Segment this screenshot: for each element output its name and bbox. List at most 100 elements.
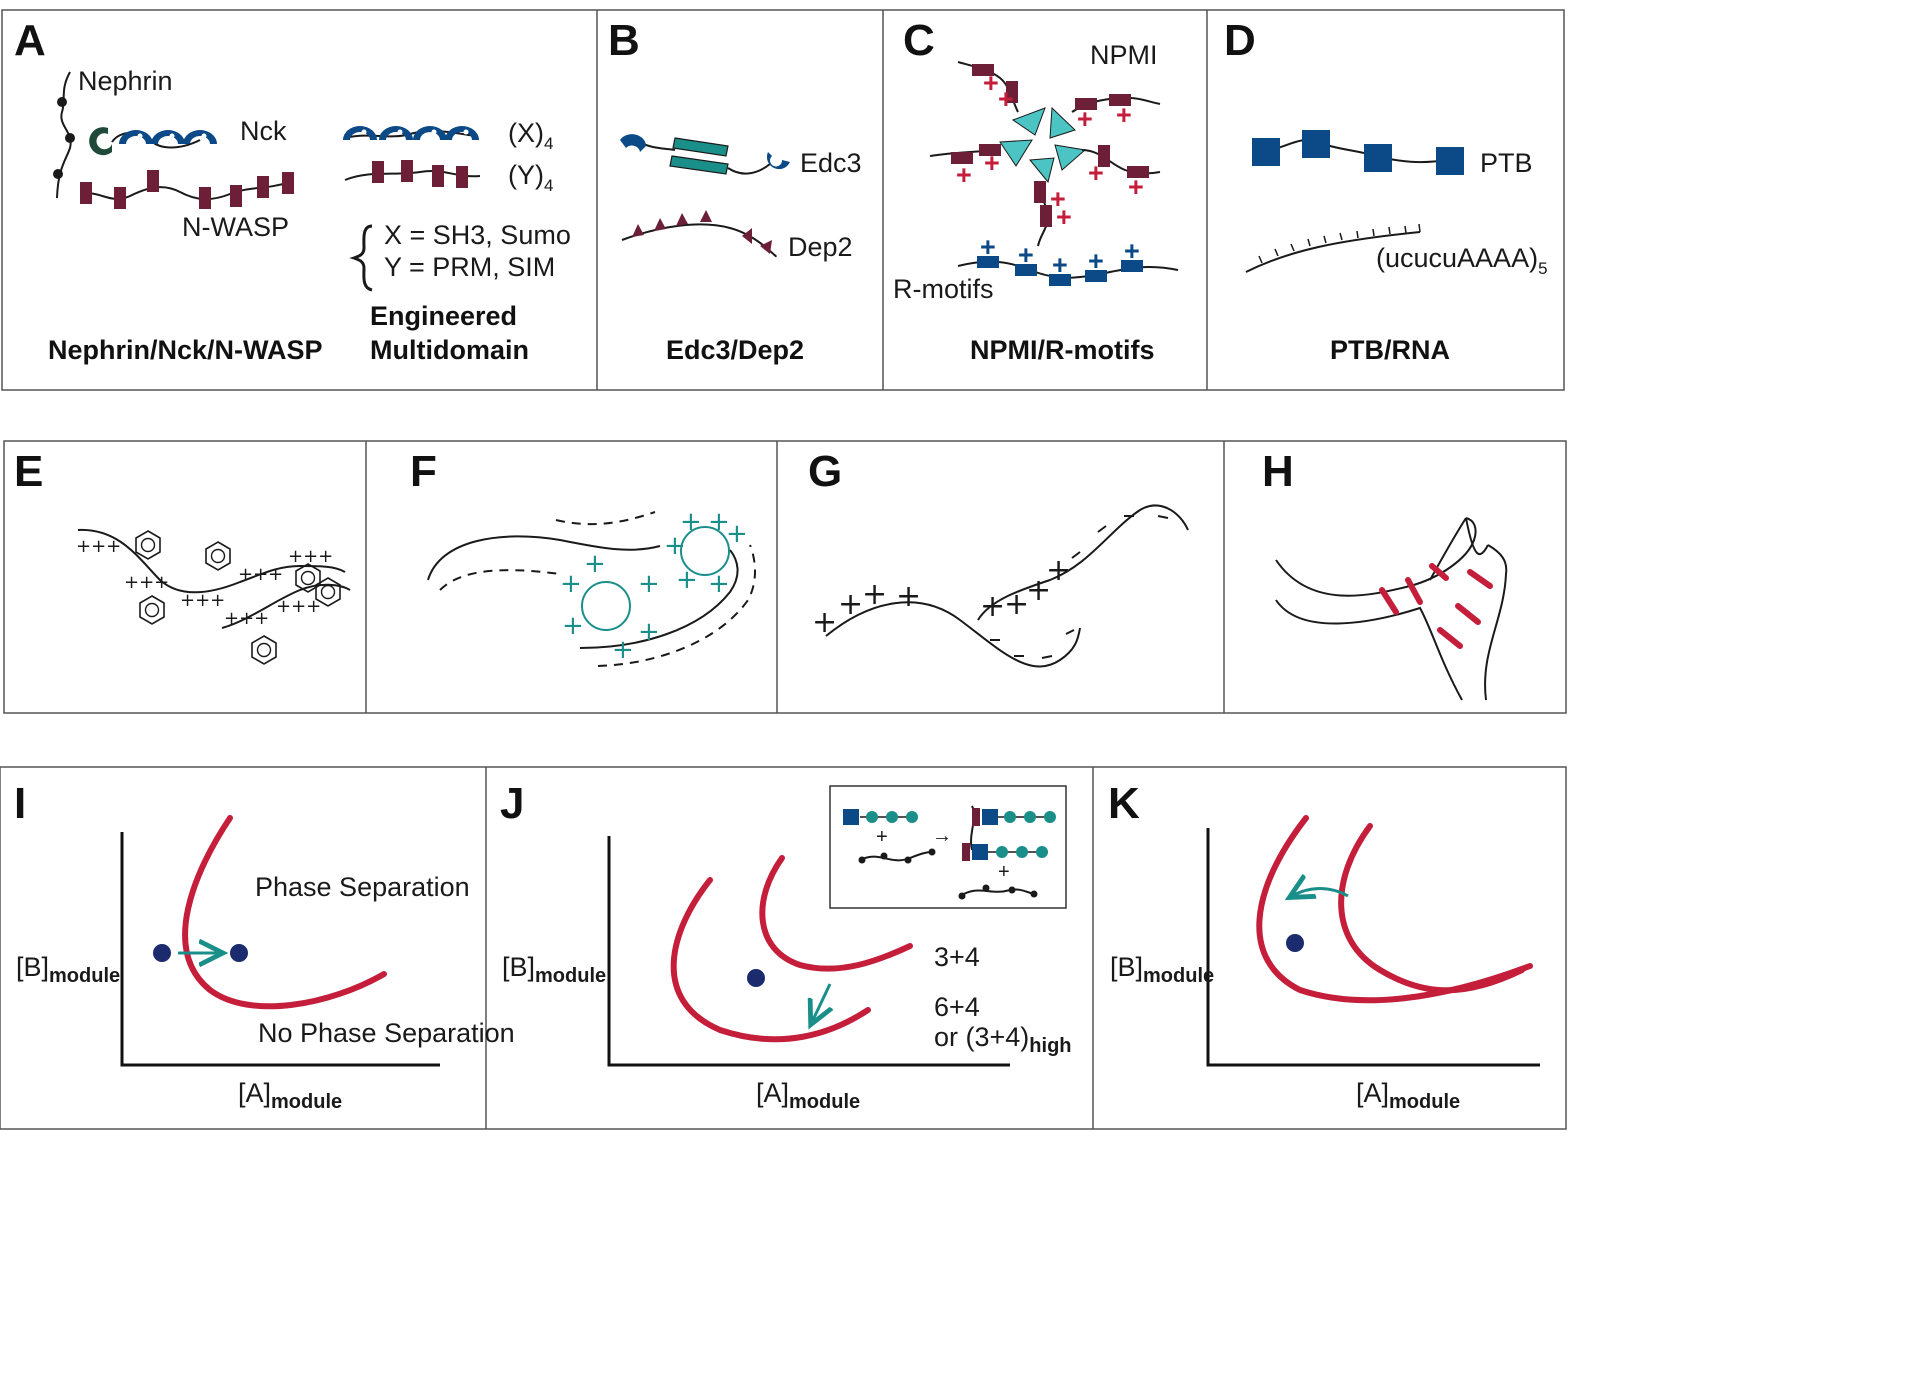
rmotifs-label: R-motifs xyxy=(893,274,994,304)
caption-ptb-rna: PTB/RNA xyxy=(1330,335,1450,365)
svg-text:+: + xyxy=(838,587,863,622)
svg-text:+++: +++ xyxy=(238,564,283,585)
phase-boundary-j-upper xyxy=(759,855,913,972)
caption-engineered-1: Engineered xyxy=(370,301,517,331)
nwasp-label: N-WASP xyxy=(182,212,289,242)
y-definition: Y = PRM, SIM xyxy=(384,252,555,282)
svg-text:+: + xyxy=(562,611,584,641)
caption-edc3-dep2: Edc3/Dep2 xyxy=(666,335,804,365)
inset-plus-1: + xyxy=(876,826,888,848)
caption-npmi-rmotifs: NPMI/R-motifs xyxy=(970,335,1155,365)
svg-text:+++: +++ xyxy=(276,596,321,617)
svg-text:+: + xyxy=(680,507,702,537)
arrow-j xyxy=(812,983,830,1022)
edc3-label: Edc3 xyxy=(800,148,862,178)
svg-text:+: + xyxy=(1026,573,1051,608)
svg-text:+: + xyxy=(1056,202,1072,232)
rna-strand xyxy=(1245,231,1421,273)
axes-k xyxy=(1206,828,1540,1067)
panel-b: B Edc3 Dep2 Edc3/Dep2 xyxy=(608,16,862,365)
dep2-label: Dep2 xyxy=(788,232,853,262)
npmi-label: NPMI xyxy=(1090,40,1158,70)
svg-text:+: + xyxy=(638,569,660,599)
svg-text:+: + xyxy=(980,232,996,262)
svg-text:+: + xyxy=(1128,172,1144,202)
rna-label: (ucucuAAAA)5 xyxy=(1376,243,1548,278)
svg-text:+: + xyxy=(1077,104,1093,134)
x-definition: X = SH3, Sumo xyxy=(384,220,571,250)
svg-text:+: + xyxy=(1046,553,1071,588)
panel-d: D PTB (ucucuAAAA)5 PTB/RNA xyxy=(1224,16,1548,365)
ptb-strand xyxy=(1263,139,1449,164)
x4-label: (X)4 xyxy=(508,118,553,153)
panel-i-letter: I xyxy=(14,779,26,828)
panel-e: E +++ +++ +++ +++ +++ +++ +++ xyxy=(14,447,351,665)
nck-label: Nck xyxy=(240,116,287,146)
panel-b-letter: B xyxy=(608,16,640,65)
xlabel-i: [A]module xyxy=(238,1078,342,1113)
ylabel-i: [B]module xyxy=(16,952,120,987)
svg-text:+: + xyxy=(1088,158,1104,188)
panel-d-letter: D xyxy=(1224,16,1256,65)
xlabel-j: [A]module xyxy=(756,1078,860,1113)
panel-j-letter: J xyxy=(500,779,524,828)
svg-text:+: + xyxy=(1050,184,1066,214)
panel-g-letter: G xyxy=(808,447,842,496)
curve-3plus4-label: 3+4 xyxy=(934,942,980,972)
svg-text:+++: +++ xyxy=(180,590,225,611)
axes-i xyxy=(120,832,440,1067)
svg-text:+: + xyxy=(1088,246,1104,276)
panel-k-letter: K xyxy=(1108,779,1140,828)
svg-text:+: + xyxy=(1116,100,1132,130)
phase-boundary-j-lower xyxy=(670,877,871,1043)
dep2-strand xyxy=(621,223,777,258)
panel-g: G ++++ ++++ xyxy=(808,447,1189,668)
phase-boundary-k-right xyxy=(1338,823,1525,994)
top-row-frame xyxy=(1,9,1565,391)
inset-plus-2: + xyxy=(998,861,1010,883)
nephrin-strand xyxy=(56,71,72,199)
svg-text:+: + xyxy=(676,565,698,595)
svg-text:+: + xyxy=(896,579,921,614)
svg-text:+: + xyxy=(1004,587,1029,622)
panel-c: C NPMI + + + + + + + + + + xyxy=(893,16,1179,365)
curve-6plus4-label: 6+4 xyxy=(934,992,980,1022)
svg-text:+: + xyxy=(984,148,1000,178)
svg-text:+: + xyxy=(612,635,634,665)
panel-f-letter: F xyxy=(410,447,437,496)
no-phase-separation-label: No Phase Separation xyxy=(258,1018,515,1048)
svg-text:+: + xyxy=(708,507,730,537)
svg-text:+: + xyxy=(812,605,837,640)
nck-sh2-domain xyxy=(89,127,112,156)
svg-text:+++: +++ xyxy=(288,546,333,567)
xlabel-k: [A]module xyxy=(1356,1078,1460,1113)
panel-a: A Nephrin Nck N-WASP (X)4 xyxy=(14,16,571,365)
ylabel-j: [B]module xyxy=(502,952,606,987)
svg-text:+: + xyxy=(980,589,1005,624)
svg-text:+: + xyxy=(1124,236,1140,266)
svg-text:+: + xyxy=(862,577,887,612)
caption-nephrin-nck-nwasp: Nephrin/Nck/N-WASP xyxy=(48,335,323,365)
svg-text:+: + xyxy=(956,160,972,190)
panel-i: I Phase Separation No Phase Separation [… xyxy=(14,779,515,1113)
panel-h: H xyxy=(1262,447,1508,701)
y4-label: (Y)4 xyxy=(508,160,553,195)
phase-boundary-k-left xyxy=(1256,815,1533,1004)
ptb-label: PTB xyxy=(1480,148,1533,178)
panel-e-letter: E xyxy=(14,447,43,496)
nephrin-label: Nephrin xyxy=(78,66,173,96)
svg-text:+++: +++ xyxy=(76,536,121,557)
phase-separation-label: Phase Separation xyxy=(255,872,470,902)
panel-j: J 3+4 6+4 or (3+4)high [B]module [A]modu… xyxy=(500,779,1072,1113)
inset-arrow: → xyxy=(932,825,952,847)
svg-text:+: + xyxy=(664,531,686,561)
arrow-k xyxy=(1292,889,1349,897)
ylabel-k: [B]module xyxy=(1110,952,1214,987)
svg-text:+: + xyxy=(1018,240,1034,270)
brace xyxy=(349,224,373,292)
svg-text:+: + xyxy=(560,569,582,599)
curve-3plus4-high-label: or (3+4)high xyxy=(934,1022,1072,1057)
svg-text:+: + xyxy=(708,569,730,599)
axes-j xyxy=(607,836,1010,1067)
